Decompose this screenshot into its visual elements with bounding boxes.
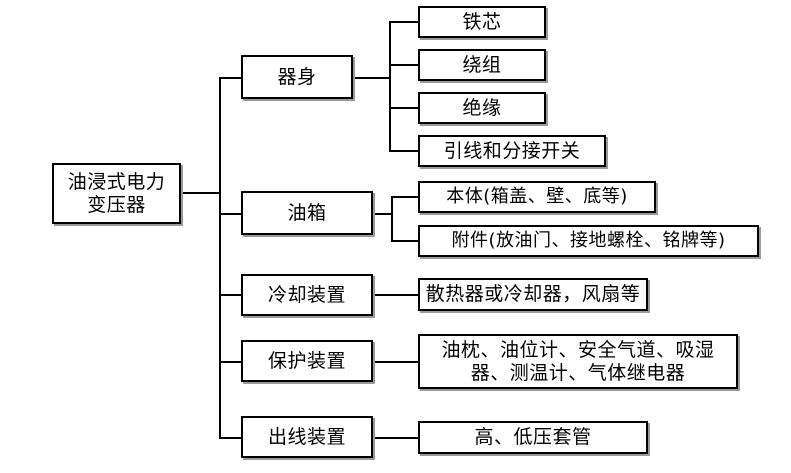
node-leaf-taoguan-label: 高、低压套管 <box>474 426 592 449</box>
node-leaf-jueyuan[interactable]: 绝缘 <box>418 92 546 124</box>
node-root[interactable]: 油浸式电力 变压器 <box>52 163 181 224</box>
connector-baohu-to-child <box>372 361 418 363</box>
node-leaf-fujian-label: 附件(放油门、接地螺栓、铭牌等) <box>451 230 726 252</box>
node-root-label: 油浸式电力 变压器 <box>67 171 166 216</box>
node-leaf-baohu-list[interactable]: 油枕、油位计、安全气道、吸湿 器、测温计、气体继电器 <box>418 334 738 389</box>
node-branch-lengque[interactable]: 冷却装置 <box>241 274 373 316</box>
node-branch-youxiang[interactable]: 油箱 <box>241 191 373 235</box>
connector-trunk-to-chuxian <box>219 437 242 439</box>
node-leaf-raozu[interactable]: 绕组 <box>418 49 546 81</box>
connector-main-trunk <box>219 78 221 439</box>
connector-youxiang-trunk <box>391 197 393 242</box>
connector-qishen-to-tiexin <box>389 21 419 23</box>
node-branch-chuxian[interactable]: 出线装置 <box>241 416 373 458</box>
node-branch-baohu[interactable]: 保护装置 <box>241 340 373 382</box>
connector-chuxian-to-child <box>372 437 418 439</box>
node-leaf-sanreqi-label: 散热器或冷却器，风扇等 <box>425 283 641 306</box>
connector-qishen-to-jueyuan <box>389 107 419 109</box>
node-leaf-taoguan[interactable]: 高、低压套管 <box>418 421 648 454</box>
node-leaf-tiexin-label: 铁芯 <box>462 10 502 33</box>
connector-trunk-to-qishen <box>219 77 242 79</box>
node-leaf-baohu-list-label: 油枕、油位计、安全气道、吸湿 器、测温计、气体继电器 <box>441 339 715 384</box>
node-branch-qishen-label: 器身 <box>277 65 317 88</box>
connector-qishen-to-raozu <box>389 64 419 66</box>
node-branch-baohu-label: 保护装置 <box>267 349 346 372</box>
connector-youxiang-to-benti <box>391 196 418 198</box>
connector-trunk-to-youxiang <box>219 213 242 215</box>
node-leaf-yinxian-label: 引线和分接开关 <box>443 139 581 162</box>
node-leaf-sanreqi[interactable]: 散热器或冷却器，风扇等 <box>418 278 648 311</box>
node-leaf-tiexin[interactable]: 铁芯 <box>418 6 546 38</box>
node-branch-youxiang-label: 油箱 <box>287 201 327 224</box>
node-leaf-fujian[interactable]: 附件(放油门、接地螺栓、铭牌等) <box>418 225 759 257</box>
node-leaf-benti-label: 本体(箱盖、壁、底等) <box>446 186 628 208</box>
connector-qishen-stub <box>352 77 391 79</box>
node-leaf-raozu-label: 绕组 <box>462 53 502 76</box>
node-leaf-jueyuan-label: 绝缘 <box>462 96 502 119</box>
connector-qishen-to-yinxian <box>389 150 419 152</box>
connector-root-stub <box>180 192 221 194</box>
connector-lengque-to-child <box>372 294 418 296</box>
connector-qishen-trunk <box>389 22 391 151</box>
connector-trunk-to-lengque <box>219 294 242 296</box>
node-branch-chuxian-label: 出线装置 <box>267 425 346 448</box>
node-leaf-benti[interactable]: 本体(箱盖、壁、底等) <box>418 181 656 213</box>
connector-youxiang-stub <box>372 213 393 215</box>
connector-youxiang-to-fujian <box>391 240 418 242</box>
node-branch-qishen[interactable]: 器身 <box>241 55 353 99</box>
connector-trunk-to-baohu <box>219 361 242 363</box>
node-branch-lengque-label: 冷却装置 <box>267 283 346 306</box>
node-leaf-yinxian[interactable]: 引线和分接开关 <box>418 135 606 167</box>
